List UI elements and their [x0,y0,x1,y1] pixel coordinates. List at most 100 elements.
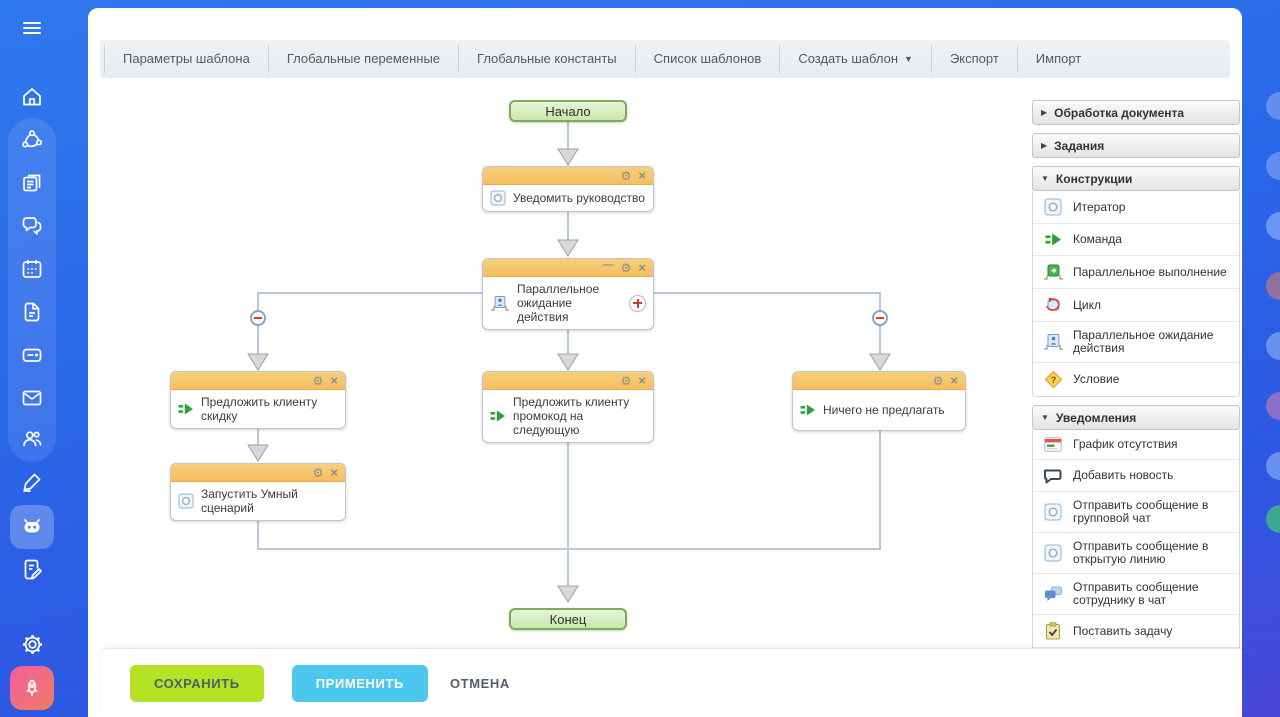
people-icon[interactable] [10,421,54,457]
gear-icon[interactable]: ⚙ [620,373,632,388]
network-icon[interactable] [10,122,54,158]
palette-item-create-task[interactable]: Поставить задачу [1033,615,1239,648]
apply-button[interactable]: ПРИМЕНИТЬ [291,664,428,702]
close-icon[interactable]: × [950,373,958,388]
palette-item-employee-chat-message[interactable]: Отправить сообщение сотруднику в чат [1033,574,1239,615]
remove-branch-button[interactable] [872,310,888,326]
connector-line [257,292,259,310]
palette-item-group-chat-message[interactable]: Отправить сообщение в групповой чат [1033,492,1239,533]
activity-palette: ▶ Обработка документа ▶ Задания ▼ Констр… [1032,100,1240,648]
cancel-button[interactable]: ОТМЕНА [446,665,514,702]
section-header-notifications[interactable]: ▼ Уведомления [1032,405,1240,430]
edge-widget-icon[interactable] [1266,332,1280,360]
connector-line [567,122,569,152]
gear-icon[interactable]: ⚙ [932,373,944,388]
sign-icon[interactable] [10,465,54,501]
section-header-tasks[interactable]: ▶ Задания [1032,133,1240,158]
connector-arrow [557,353,579,371]
mail-icon[interactable] [10,380,54,416]
section-header-document-processing[interactable]: ▶ Обработка документа [1032,100,1240,125]
settings-icon[interactable] [10,626,54,662]
employee-chat-icon [1044,586,1062,601]
tab-import[interactable]: Импорт [1016,45,1099,73]
flow-node-run-smart-scenario[interactable]: ⚙ × Запустить Умный сценарий [170,463,346,521]
gear-icon[interactable]: ⚙ [312,373,324,388]
connector-line [257,548,881,550]
flow-end-node[interactable]: Конец [509,608,627,630]
connector-line [567,212,569,240]
add-branch-button[interactable] [629,294,646,312]
flow-node-offer-promo[interactable]: ⚙ × Предложить клиенту промокод на следу… [482,371,654,443]
chat-icon[interactable] [10,208,54,244]
iterator-icon [490,190,506,206]
task-icon [1046,622,1060,640]
palette-item-absence-schedule[interactable]: График отсутствия [1033,430,1239,460]
palette-item-command[interactable]: Команда [1033,224,1239,256]
tab-label: Импорт [1035,51,1082,66]
edge-widget-icon[interactable] [1266,505,1280,533]
chevron-down-icon: ▼ [904,53,913,64]
palette-item-add-news[interactable]: Добавить новость [1033,460,1239,492]
gear-icon[interactable]: ⚙ [620,260,632,275]
section-label: Задания [1054,138,1105,153]
rocket-icon[interactable] [10,666,54,710]
item-label: Отправить сообщение сотруднику в чат [1073,580,1199,607]
edge-widget-icon[interactable] [1266,272,1280,300]
command-icon [800,404,815,416]
drive-icon[interactable] [10,337,54,373]
flow-node-offer-nothing[interactable]: ⚙ × Ничего не предлагать [792,371,966,431]
tab-global-variables[interactable]: Глобальные переменные [267,45,458,73]
edge-widget-icon[interactable] [1266,212,1280,240]
menu-icon[interactable] [10,10,54,46]
save-button[interactable]: СОХРАНИТЬ [130,664,264,702]
palette-item-iterator[interactable]: Итератор [1033,191,1239,224]
gear-icon[interactable]: ⚙ [620,168,632,183]
tab-template-parameters[interactable]: Параметры шаблона [104,45,268,73]
palette-item-open-line-message[interactable]: Отправить сообщение в открытую линию [1033,533,1239,574]
palette-section-tasks: ▶ Задания [1032,133,1240,158]
flow-node-offer-discount[interactable]: ⚙ × Предложить клиенту скидку [170,371,346,429]
palette-item-parallel-execution[interactable]: Параллельное выполнение [1033,256,1239,289]
tab-export[interactable]: Экспорт [930,45,1017,73]
section-label: Конструкции [1055,171,1133,186]
remove-branch-button[interactable] [250,310,266,326]
close-icon[interactable]: × [638,168,646,183]
gear-icon[interactable]: ⚙ [312,465,324,480]
connector-line [257,326,259,354]
contract-icon[interactable] [10,552,54,588]
close-icon[interactable]: × [330,373,338,388]
automation-robot-icon[interactable] [10,505,54,549]
close-icon[interactable]: × [638,260,646,275]
palette-item-parallel-wait[interactable]: Параллельное ожидание действия [1033,322,1239,363]
flow-start-node[interactable]: Начало [509,100,627,122]
flow-node-parallel-wait[interactable]: — ⚙ × Параллельное ожидание действия [482,258,654,330]
tab-create-template[interactable]: Создать шаблон▼ [779,44,931,74]
connector-line [879,292,881,310]
edge-widget-icon[interactable] [1266,452,1280,480]
news-feed-icon[interactable] [10,165,54,201]
node-title: Уведомить руководство [513,191,645,205]
tab-label: Список шаблонов [653,51,762,66]
document-icon[interactable] [10,294,54,330]
minimize-icon[interactable]: — [602,259,614,271]
edge-widget-icon[interactable] [1266,152,1280,180]
item-label: Условие [1073,372,1120,386]
edge-widget-icon[interactable] [1266,92,1280,120]
close-icon[interactable]: × [330,465,338,480]
section-label: Уведомления [1055,410,1137,425]
palette-item-condition[interactable]: ? Условие [1033,363,1239,396]
edge-widget-icon[interactable] [1266,392,1280,420]
tab-label: Экспорт [949,51,999,66]
connector-line [567,326,569,354]
palette-section-document-processing: ▶ Обработка документа [1032,100,1240,125]
home-icon[interactable] [10,79,54,115]
tab-global-constants[interactable]: Глобальные константы [458,45,635,73]
palette-item-loop[interactable]: Цикл [1033,289,1239,322]
item-label: Параллельное ожидание действия [1073,328,1214,355]
flow-node-notify-management[interactable]: ⚙ × Уведомить руководство [482,166,654,212]
item-label: Цикл [1073,297,1101,312]
close-icon[interactable]: × [638,373,646,388]
tab-template-list[interactable]: Список шаблонов [634,45,780,73]
section-header-constructs[interactable]: ▼ Конструкции [1032,166,1240,191]
calendar-icon[interactable] [10,251,54,287]
